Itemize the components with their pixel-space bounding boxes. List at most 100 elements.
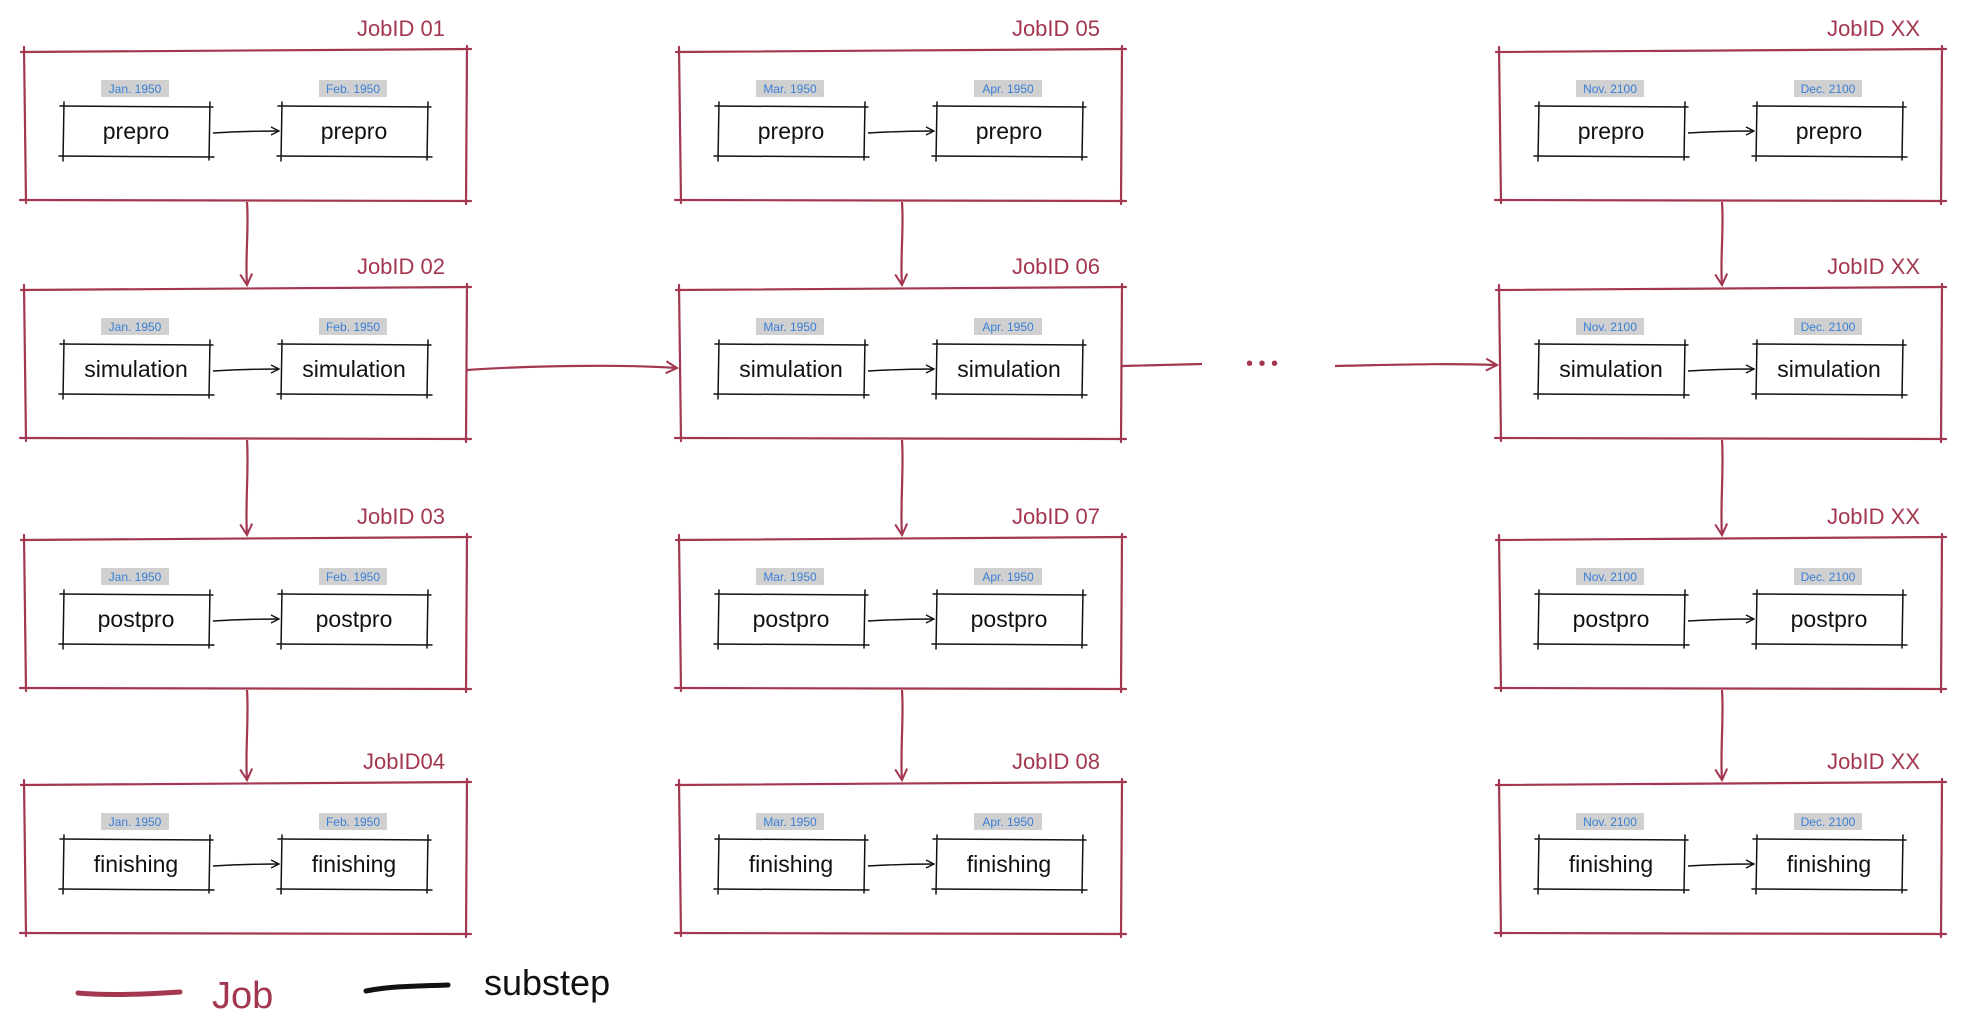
substep-frame — [713, 834, 870, 895]
job-dependency-arrow — [1721, 689, 1722, 780]
date-tag-bg — [319, 318, 387, 335]
substep-frame — [713, 589, 870, 650]
job-frame — [1493, 777, 1948, 939]
job-frame — [1493, 532, 1948, 694]
substep-arrow — [212, 369, 279, 371]
date-tag: Feb. 1950 — [326, 82, 380, 96]
substep-label: finishing — [94, 851, 178, 877]
substep-label: postpro — [1791, 606, 1868, 632]
date-tag-bg — [1576, 80, 1644, 97]
substep-label: finishing — [1787, 851, 1871, 877]
substep-label: finishing — [749, 851, 833, 877]
substep-label: prepro — [758, 118, 824, 144]
substep-frame — [713, 101, 870, 162]
date-tag-bg — [1794, 318, 1862, 335]
date-tag-bg — [319, 80, 387, 97]
date-tag-bg — [756, 80, 824, 97]
date-tag-bg — [756, 813, 824, 830]
date-tag-bg — [101, 568, 169, 585]
date-tag-bg — [1576, 318, 1644, 335]
date-tag: Apr. 1950 — [982, 815, 1034, 829]
job-frame — [18, 532, 473, 694]
job-frame — [1493, 44, 1948, 206]
substep-label: prepro — [1578, 118, 1644, 144]
substep-arrow — [867, 864, 934, 866]
date-tag: Dec. 2100 — [1801, 815, 1856, 829]
substep-label: simulation — [957, 356, 1061, 382]
substep-frame — [1751, 589, 1908, 650]
job-dependency-arrow-partial — [1121, 362, 1203, 368]
job-id-label: JobID XX — [1827, 749, 1920, 774]
job-id-label: JobID 01 — [357, 16, 445, 41]
legend: Job substep — [75, 962, 610, 1017]
substep-label: postpro — [971, 606, 1048, 632]
job-frame — [18, 44, 473, 206]
date-tag-bg — [974, 80, 1042, 97]
date-tag-bg — [1794, 813, 1862, 830]
substep-arrow — [1687, 619, 1754, 621]
substep-frame — [713, 339, 870, 400]
job-frame — [673, 282, 1128, 444]
connectors-layer — [246, 201, 1722, 780]
substep-frame — [58, 339, 215, 400]
job-id-label: JobID 07 — [1012, 504, 1100, 529]
substep-arrow — [1687, 369, 1754, 371]
legend-substep-swatch — [363, 982, 451, 994]
substep-label: prepro — [321, 118, 387, 144]
substep-frame — [1533, 101, 1690, 162]
substep-label: postpro — [1573, 606, 1650, 632]
substep-frame — [276, 339, 433, 400]
job-id-label: JobID 03 — [357, 504, 445, 529]
substep-frame — [58, 834, 215, 895]
job-id-label: JobID XX — [1827, 504, 1920, 529]
date-tag: Feb. 1950 — [326, 570, 380, 584]
substep-box: Dec. 2100 finishing — [1751, 813, 1908, 895]
substep-frame — [58, 101, 215, 162]
substep-frame — [1533, 589, 1690, 650]
job-id-label: JobID04 — [363, 749, 445, 774]
substep-frame — [931, 589, 1088, 650]
job-box: JobID XX Nov. 2100 finishing Dec. 2100 finis… — [1493, 749, 1948, 939]
substep-label: finishing — [1569, 851, 1653, 877]
legend-job-label: Job — [212, 975, 273, 1017]
substep-frame — [276, 834, 433, 895]
job-dependency-arrow — [901, 439, 902, 535]
substep-frame — [276, 101, 433, 162]
substep-label: postpro — [753, 606, 830, 632]
date-tag: Mar. 1950 — [763, 320, 817, 334]
job-id-label: JobID 06 — [1012, 254, 1100, 279]
substep-arrow — [1687, 131, 1754, 133]
date-tag: Mar. 1950 — [763, 815, 817, 829]
date-tag-bg — [101, 813, 169, 830]
substep-frame — [931, 101, 1088, 162]
legend-job-swatch — [75, 989, 183, 998]
date-tag: Nov. 2100 — [1583, 815, 1637, 829]
substep-label: simulation — [739, 356, 843, 382]
date-tag-bg — [1794, 568, 1862, 585]
substep-arrow — [212, 619, 279, 621]
substep-box: Mar. 1950 simulation — [713, 318, 870, 400]
substep-label: prepro — [976, 118, 1042, 144]
substep-frame — [58, 589, 215, 650]
substep-arrow — [212, 131, 279, 133]
